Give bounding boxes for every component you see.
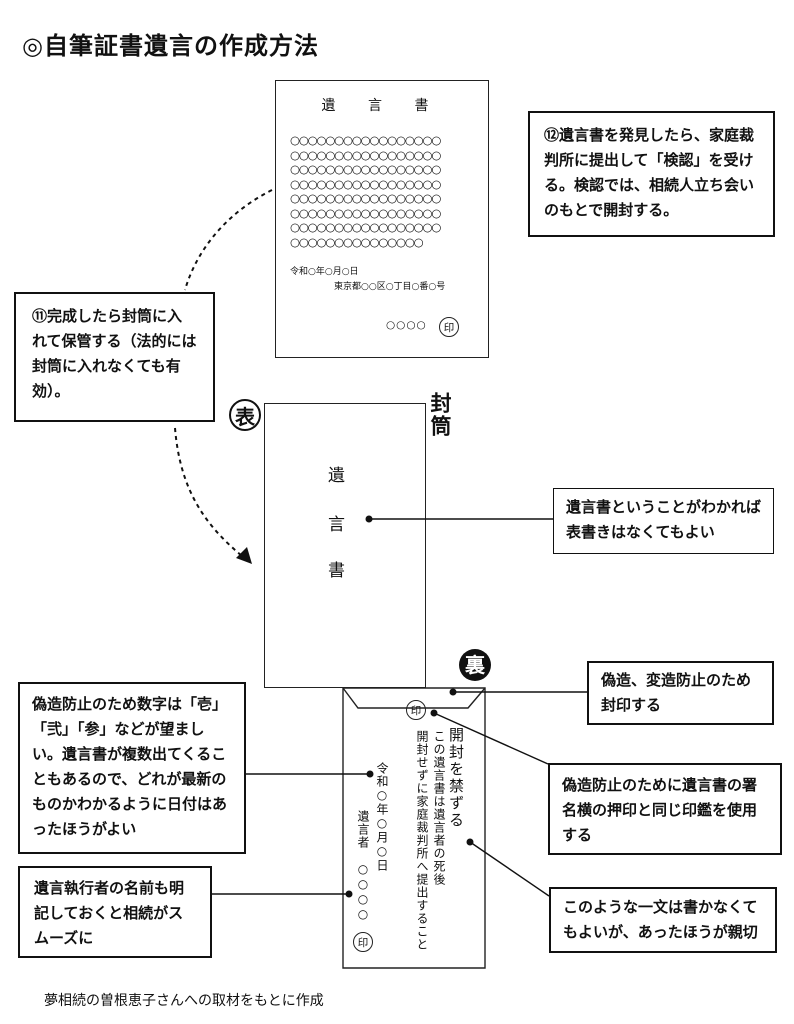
- will-document-seal: 印: [439, 317, 459, 337]
- callout-storage-text: ⑪完成したら封筒に入れて保管する（法的には封筒に入れなくても有効）。: [32, 307, 197, 400]
- source-note: 夢相続の曽根恵子さんへの取材をもとに作成: [44, 993, 324, 1009]
- back-writer: 遺言者 ○○○○: [356, 810, 370, 922]
- back-heading: 開封を禁ずる: [447, 727, 465, 829]
- will-document-address: 東京都○○区○丁目○番○号: [334, 282, 446, 292]
- callout-numerals-text: 偽造防止のため数字は「壱」「弐」「参」などが望ましい。遺言書が複数出てくることも…: [32, 695, 228, 838]
- callout-seal-note-text: 偽造、変造防止のため封印する: [601, 671, 752, 714]
- callout-same-seal: 偽造防止のために遺言書の署名横の押印と同じ印鑑を使用する: [548, 763, 782, 855]
- arrow-head: [236, 547, 252, 564]
- envelope-front: 遺 言 書: [264, 403, 426, 688]
- callout-optional-line: このような一文は書かなくてもよいが、あったほうが親切: [549, 887, 777, 953]
- callout-front-note-text: 遺言書ということがわかれば表書きはなくてもよい: [566, 498, 762, 541]
- front-badge: 表: [229, 399, 261, 431]
- envelope-back-seal: 印: [406, 700, 426, 720]
- callout-inspection-text: ⑫遺言書を発見したら、家庭裁判所に提出して「検認」を受ける。検認では、相続人立ち…: [544, 126, 755, 219]
- front-char-2: 言: [328, 515, 345, 535]
- dashed-arrow-to-envelope: [174, 427, 243, 557]
- will-document-body: ○○○○○○○○○○○○○○○○○ ○○○○○○○○○○○○○○○○○ ○○○○…: [290, 133, 441, 249]
- back-line-2: 開封せずに家庭裁判所へ提出すること: [415, 730, 429, 951]
- envelope-back-outline: [342, 687, 486, 969]
- page-title: ◎自筆証書遺言の作成方法: [22, 32, 319, 60]
- callout-seal-note: 偽造、変造防止のため封印する: [587, 661, 774, 725]
- callout-numerals: 偽造防止のため数字は「壱」「弐」「参」などが望ましい。遺言書が複数出てくることも…: [18, 682, 246, 854]
- will-document-date: 令和○年○月○日: [290, 267, 359, 277]
- envelope-label: 封筒: [428, 392, 452, 438]
- callout-inspection: ⑫遺言書を発見したら、家庭裁判所に提出して「検認」を受ける。検認では、相続人立ち…: [528, 111, 775, 237]
- callout-executor: 遺言執行者の名前も明記しておくと相続がスムーズに: [18, 866, 212, 958]
- callout-storage: ⑪完成したら封筒に入れて保管する（法的には封筒に入れなくても有効）。: [14, 292, 215, 422]
- back-date: 令和○年○月○日: [375, 762, 389, 872]
- will-document-name: ○○○○: [386, 319, 427, 331]
- callout-same-seal-text: 偽造防止のために遺言書の署名横の押印と同じ印鑑を使用する: [562, 776, 758, 844]
- callout-optional-line-text: このような一文は書かなくてもよいが、あったほうが親切: [563, 898, 758, 941]
- callout-front-note: 遺言書ということがわかれば表書きはなくてもよい: [553, 488, 774, 554]
- will-document-heading: 遺 言 書: [321, 98, 443, 114]
- callout-executor-text: 遺言執行者の名前も明記しておくと相続がスムーズに: [34, 879, 185, 947]
- front-char-3: 書: [328, 561, 345, 581]
- back-writer-seal: 印: [353, 932, 373, 952]
- back-line-1: この遺言書は遺言者の死後: [432, 730, 446, 886]
- dashed-arrow-to-storage: [184, 189, 273, 291]
- front-char-1: 遺: [328, 466, 345, 486]
- back-badge: 裏: [459, 649, 491, 681]
- will-document: 遺 言 書 ○○○○○○○○○○○○○○○○○ ○○○○○○○○○○○○○○○○…: [275, 80, 489, 358]
